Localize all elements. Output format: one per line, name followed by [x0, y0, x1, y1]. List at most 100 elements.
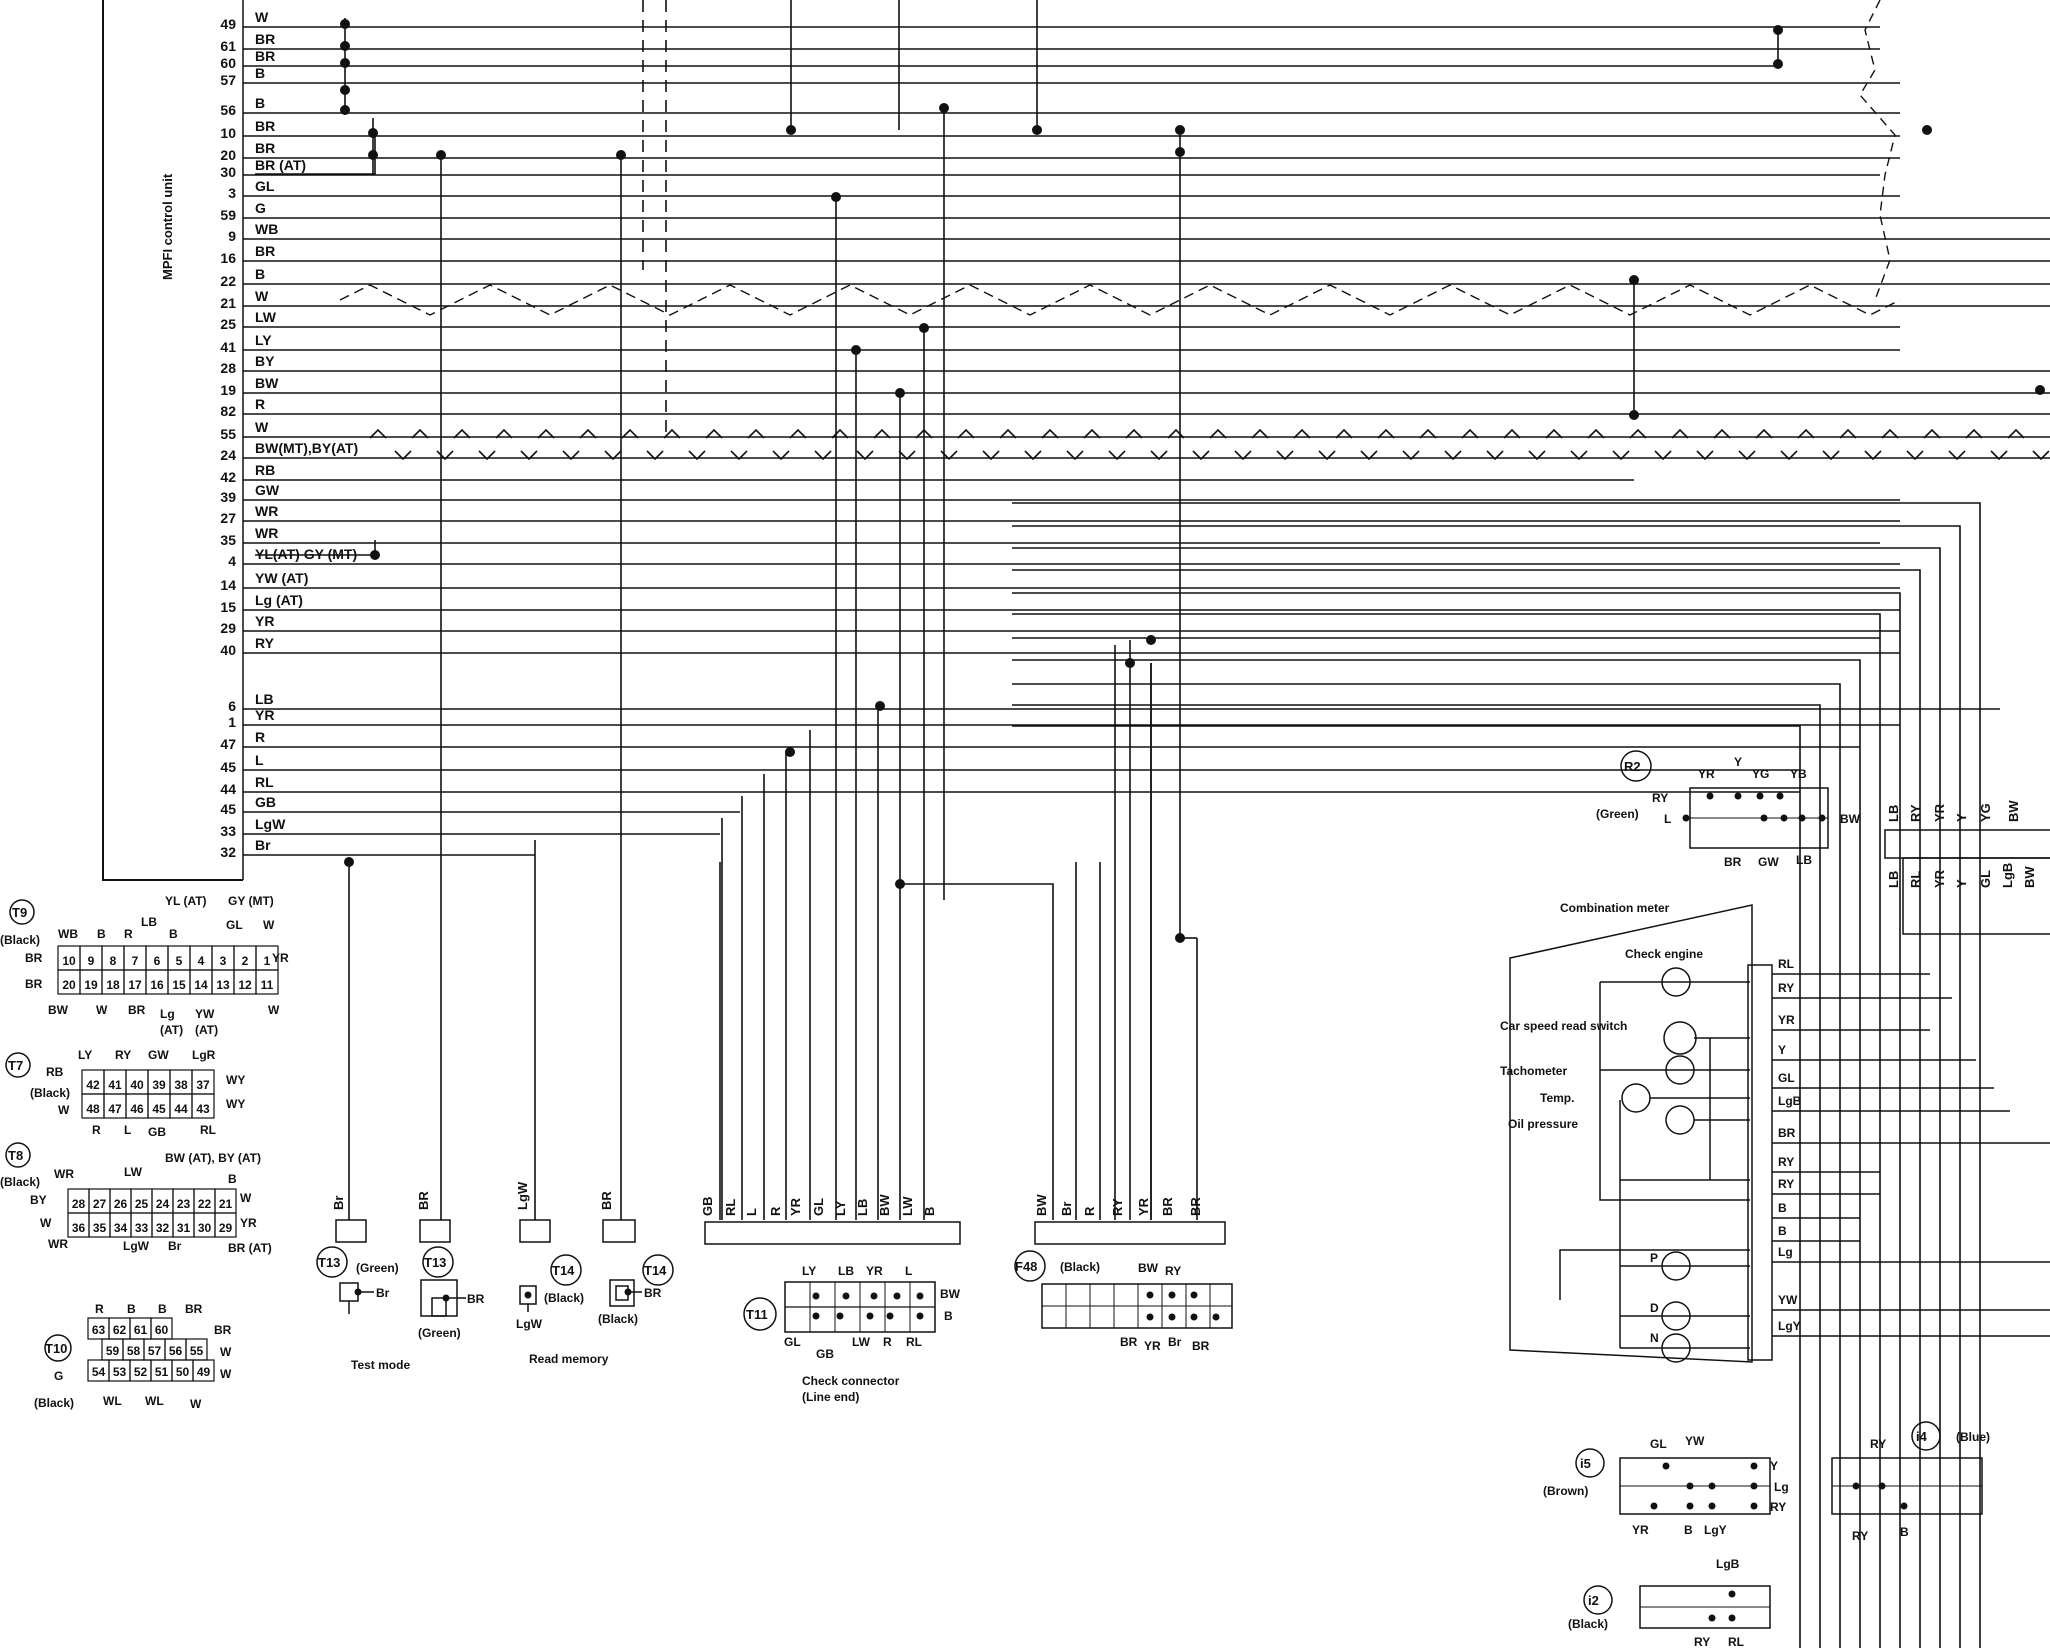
t10-color: (Black) — [34, 1396, 74, 1410]
meter-terminal: BR — [1778, 1126, 1796, 1140]
t9-top-5: LB — [141, 915, 157, 929]
bus-bottom-label: YR — [1932, 869, 1947, 888]
t8-bot-0: WR — [48, 1237, 68, 1251]
meter-car-speed: Car speed read switch — [1500, 1019, 1627, 1033]
r2-bot-0: BR — [1724, 855, 1742, 869]
t11-wire-label: R — [768, 1206, 783, 1216]
lamp-d: D — [1650, 1301, 1659, 1315]
t11-caption: Check connector — [802, 1374, 900, 1388]
i2-top-0: LgB — [1716, 1557, 1740, 1571]
pin-number: 60 — [220, 55, 236, 71]
pin-cell: 20 — [62, 978, 76, 992]
pin-cell: 48 — [86, 1102, 100, 1116]
f48-top-1: RY — [1165, 1264, 1181, 1278]
stub-label-br2: BR — [416, 1191, 431, 1210]
pin-cell: 45 — [152, 1102, 166, 1116]
pin-cell: 33 — [135, 1221, 149, 1235]
wire-label: LB — [255, 691, 274, 707]
meter-temp: Temp. — [1540, 1091, 1574, 1105]
pin-number: 14 — [220, 577, 236, 593]
pin-cell: 27 — [93, 1197, 107, 1211]
read-memory-group: T14 (Black) LgW T14 BR (Black) Read memo… — [516, 1254, 674, 1366]
pin-cell: 21 — [219, 1197, 233, 1211]
t11-right-0: BW — [940, 1287, 961, 1301]
pin-cell: 47 — [108, 1102, 122, 1116]
wire-label: YL(AT) GY (MT) — [255, 546, 357, 562]
wire-label: LW — [255, 309, 277, 325]
pin-cell: 14 — [194, 978, 208, 992]
t9-right-0: YR — [272, 951, 289, 965]
t11-bot-3: R — [883, 1335, 892, 1349]
meter-terminal: GL — [1778, 1071, 1795, 1085]
terminal-stubs — [335, 1219, 1226, 1245]
pin-number: 24 — [220, 447, 236, 463]
pin-number: 9 — [228, 228, 236, 244]
pin-number: 27 — [220, 510, 236, 526]
wire-label: R — [255, 396, 265, 412]
t7-right-1: WY — [226, 1097, 245, 1111]
pin-cell: 3 — [220, 954, 227, 968]
t8-bot-1: LgW — [123, 1239, 150, 1253]
i2-bot-1: RL — [1728, 1635, 1744, 1648]
pin-cell: 2 — [242, 954, 249, 968]
pin-cell: 37 — [196, 1078, 210, 1092]
t7-bot-2: GB — [148, 1125, 166, 1139]
pin-cell: 34 — [114, 1221, 128, 1235]
i5-color: (Brown) — [1543, 1484, 1588, 1498]
wire-label: BW — [255, 375, 279, 391]
t8-top-1: WR — [54, 1167, 74, 1181]
meter-terminal: Y — [1778, 1043, 1786, 1057]
pin-cell: 30 — [198, 1221, 212, 1235]
r2-right-0: BW — [1840, 812, 1861, 826]
wire-label: GW — [255, 482, 280, 498]
t8-right-1: YR — [240, 1216, 257, 1230]
t11-top-2: YR — [866, 1264, 883, 1278]
pin-number: 4 — [228, 553, 236, 569]
t9-top-8: W — [263, 918, 275, 932]
t11-right-1: B — [944, 1309, 953, 1323]
f48-wire-label: BW — [1034, 1194, 1049, 1216]
pin-cell: 44 — [174, 1102, 188, 1116]
pin-number: 20 — [220, 147, 236, 163]
pin-cell: 56 — [169, 1344, 183, 1358]
t9-top-6: B — [169, 927, 178, 941]
pin-number: 61 — [220, 38, 236, 54]
wire-label: RB — [255, 462, 275, 478]
pin-number: 19 — [220, 382, 236, 398]
t9-bot-0: BW — [48, 1003, 69, 1017]
pin-number: 6 — [228, 698, 236, 714]
t10-right-1: W — [220, 1345, 232, 1359]
combination-meter: Combination meter Check engine Car speed… — [1500, 901, 2050, 1363]
r2-top-1: Y — [1734, 755, 1742, 769]
wire-label: Lg (AT) — [255, 592, 303, 608]
t10-bot-2: W — [190, 1397, 202, 1411]
t14-id-2: T14 — [644, 1263, 667, 1278]
meter-terminal: LgB — [1778, 1094, 1802, 1108]
pin-cell: 38 — [174, 1078, 188, 1092]
t14-color-2: (Black) — [598, 1312, 638, 1326]
meter-terminal: RL — [1778, 957, 1794, 971]
connector-t8: T8 (Black) BW (AT), BY (AT) WR LW B BY W… — [0, 1142, 272, 1255]
pin-cell: 55 — [190, 1344, 204, 1358]
pin-cell: 31 — [177, 1221, 191, 1235]
wire-label: WR — [255, 503, 278, 519]
mpfi-control-unit: MPFI control unit — [102, 0, 244, 881]
pin-cell: 12 — [238, 978, 252, 992]
pin-cell: 57 — [148, 1344, 162, 1358]
connector-r2: R2 (Green) YR Y YG YB RY L BW BR GW LB — [1596, 750, 1861, 869]
pin-number: 25 — [220, 316, 236, 332]
i5-top-1: YW — [1685, 1434, 1705, 1448]
wire-label: BR (AT) — [255, 157, 306, 173]
combination-meter-title: Combination meter — [1560, 901, 1670, 915]
t7-id: T7 — [8, 1058, 23, 1073]
bus-top-label: Y — [1954, 813, 1969, 822]
wire-label: L — [255, 752, 264, 768]
r2-top-3: YB — [1790, 767, 1807, 781]
pin-cell: 42 — [86, 1078, 100, 1092]
pin-number: 29 — [220, 620, 236, 636]
connector-i5: i5 (Brown) GL YW Y Lg RY YR B LgY — [1543, 1434, 1789, 1537]
pin-number: 82 — [220, 403, 236, 419]
wire-label: GB — [255, 794, 276, 810]
